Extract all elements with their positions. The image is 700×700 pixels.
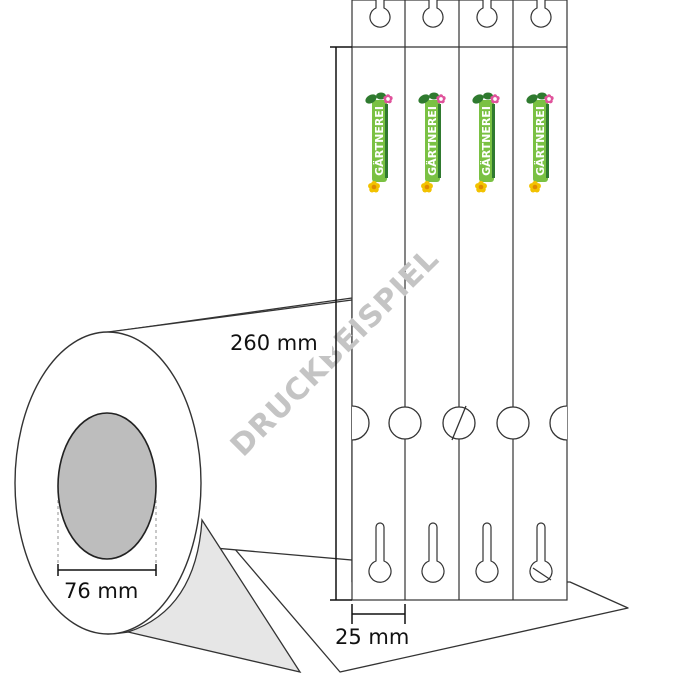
bottom-keyholes: [368, 522, 553, 583]
edge-half-circle: [351, 405, 370, 441]
keyhole-slot: [529, 522, 553, 583]
height-dimension: 260 mm: [228, 46, 352, 601]
core-dimension-label: 76 mm: [64, 579, 138, 603]
core-dimension: 76 mm: [57, 500, 157, 603]
gaertnerei-logo: GÄRTNEREI: [472, 92, 500, 193]
logo-text: GÄRTNEREI: [479, 106, 493, 176]
width-dimension-label: 25 mm: [335, 625, 409, 649]
hang-hole: [530, 0, 552, 28]
hang-hole: [476, 0, 498, 28]
hang-hole: [369, 0, 391, 28]
height-dimension-label: 260 mm: [230, 331, 318, 355]
roll-core: [57, 412, 157, 560]
width-dimension: 25 mm: [335, 604, 409, 649]
gaertnerei-logo: GÄRTNEREI: [365, 92, 393, 193]
roll-side-shadow: [125, 517, 302, 673]
gaertnerei-logo: GÄRTNEREI: [418, 92, 446, 193]
gaertnerei-logo: GÄRTNEREI: [526, 92, 554, 193]
logo-text: GÄRTNEREI: [372, 106, 386, 176]
keyhole-slot: [368, 522, 392, 583]
strip-separators: [404, 0, 514, 600]
edge-half-circle: [549, 405, 568, 441]
logo-group: GÄRTNEREI GÄRTNEREI GÄRTNEREI GÄRTNEREI: [365, 92, 554, 193]
keyhole-slot: [475, 522, 499, 583]
middle-hole: [496, 406, 530, 440]
top-hang-holes: [369, 0, 552, 28]
hang-hole: [422, 0, 444, 28]
logo-text: GÄRTNEREI: [533, 106, 547, 176]
middle-holes: [351, 405, 568, 441]
logo-text: GÄRTNEREI: [425, 106, 439, 176]
keyhole-slot: [421, 522, 445, 583]
middle-hole: [388, 406, 422, 440]
